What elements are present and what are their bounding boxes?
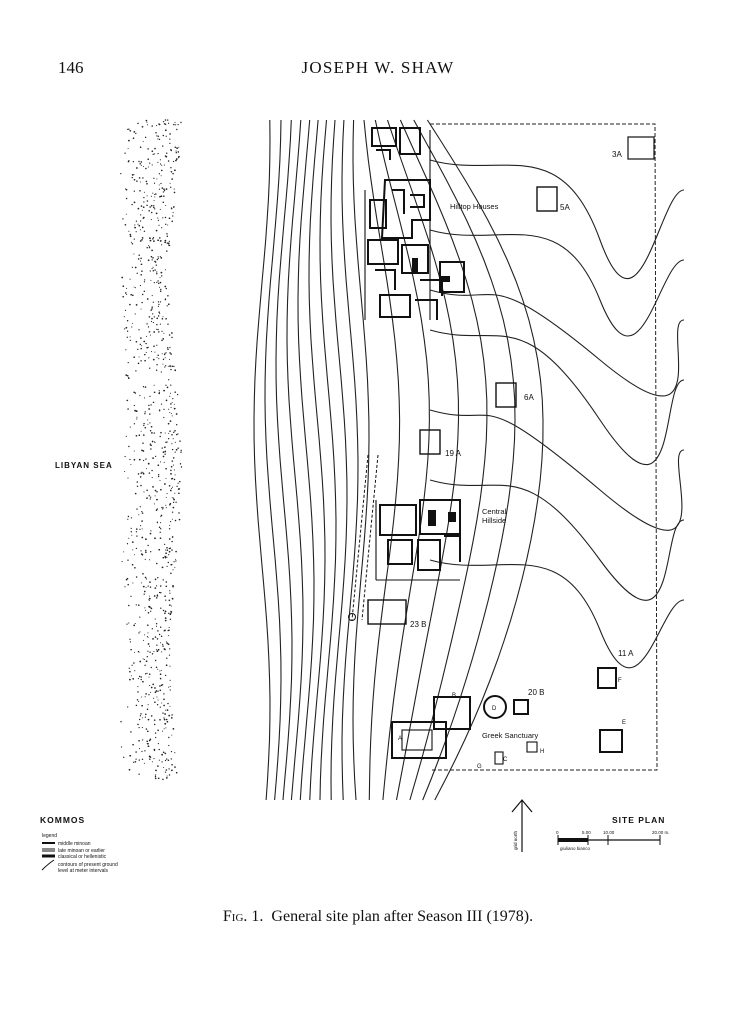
figure-caption: Fig. 1. General site plan after Season I… <box>0 908 756 926</box>
legend-item: middle minoan <box>58 841 91 847</box>
contour-line <box>341 119 359 801</box>
running-head: JOSEPH W. SHAW <box>301 58 455 77</box>
figure-label: Fig. 1. <box>222 908 264 925</box>
hilltop-houses-ruins <box>364 127 465 320</box>
site-name: KOMMOS <box>40 815 85 825</box>
building-letter: G <box>477 764 482 770</box>
contour-line <box>429 479 685 601</box>
area-label-central-2: Hillside <box>482 516 506 525</box>
plan-title: SITE PLAN <box>612 815 665 825</box>
trench-label: 5A <box>560 203 570 212</box>
building-letter: C <box>503 757 508 763</box>
trench-label: 11 A <box>618 649 634 658</box>
contour-line <box>363 119 401 801</box>
legend-contour-note: level at meter intervals <box>58 868 109 874</box>
contour-line <box>319 119 337 801</box>
contour-line <box>386 119 460 801</box>
scale-tick: 10.00 <box>603 830 615 835</box>
trench-5a-box <box>536 186 558 212</box>
building-letter: A <box>398 736 402 742</box>
contour-line <box>286 119 304 801</box>
contour-line <box>429 409 685 531</box>
contour-line <box>297 119 315 801</box>
contour-line <box>429 159 685 279</box>
contour-line <box>330 119 348 801</box>
legend-item: classical or hellenistic <box>58 854 107 860</box>
building-letter: D <box>492 706 497 712</box>
legend-title: legend <box>42 833 57 839</box>
page-number: 146 <box>58 58 84 77</box>
site-boundary <box>430 123 658 771</box>
trench-label: 20 B <box>528 688 544 697</box>
area-label-sanctuary: Greek Sanctuary <box>482 731 539 740</box>
contour-line <box>413 119 516 801</box>
legend-swatches <box>41 842 55 871</box>
road-dashed-2 <box>361 454 379 621</box>
contour-line <box>429 329 685 466</box>
scale-tick: 20.00 m. <box>652 830 670 835</box>
beach-stipple <box>120 119 183 781</box>
contour-line <box>253 119 271 801</box>
trench-label: 3A <box>612 150 622 159</box>
trench-23b-box <box>367 599 407 625</box>
building-letter: H <box>540 749 544 755</box>
trench-label: 23 B <box>410 620 426 629</box>
legend-contour-note: contours of present ground <box>58 862 118 868</box>
contour-line <box>429 559 685 669</box>
contour-line <box>264 119 282 801</box>
north-label: grid north <box>513 830 518 850</box>
contour-line <box>399 119 488 801</box>
contour-line <box>352 119 370 801</box>
benchmark-circle <box>348 613 356 621</box>
building-letter: E <box>622 720 626 726</box>
scale-tick: 0 <box>556 830 559 835</box>
scale-bar <box>557 835 661 845</box>
greek-sanctuary-ruins <box>391 667 623 765</box>
contour-line <box>429 229 685 337</box>
trench-label: 6A <box>524 393 534 402</box>
scale-tick: 5.00 <box>582 830 591 835</box>
north-arrow-icon <box>511 799 533 852</box>
building-letter: B <box>452 693 456 699</box>
legend-item: late minoan or earlier <box>58 848 105 854</box>
figure-caption-text: General site plan after Season III (1978… <box>271 908 534 925</box>
contour-line <box>429 289 685 397</box>
area-label-hilltop: Hilltop Houses <box>450 202 499 211</box>
central-hillside-ruins <box>375 499 461 581</box>
scale-credit: giuliano bianco <box>560 846 591 851</box>
contour-line <box>426 119 544 801</box>
trench-3a-square <box>627 136 655 160</box>
contour-line <box>308 119 326 801</box>
contour-line <box>275 119 293 801</box>
building-letter: F <box>618 678 622 684</box>
trench-6a-box <box>495 382 517 408</box>
area-label-central-1: Central <box>482 507 507 516</box>
sea-label: LIBYAN SEA <box>55 461 113 470</box>
contour-line <box>374 119 430 801</box>
road-dashed <box>351 454 369 621</box>
trench-19a-box <box>419 429 441 455</box>
contour-lines <box>253 119 685 801</box>
trench-label: 19 A <box>445 449 462 458</box>
